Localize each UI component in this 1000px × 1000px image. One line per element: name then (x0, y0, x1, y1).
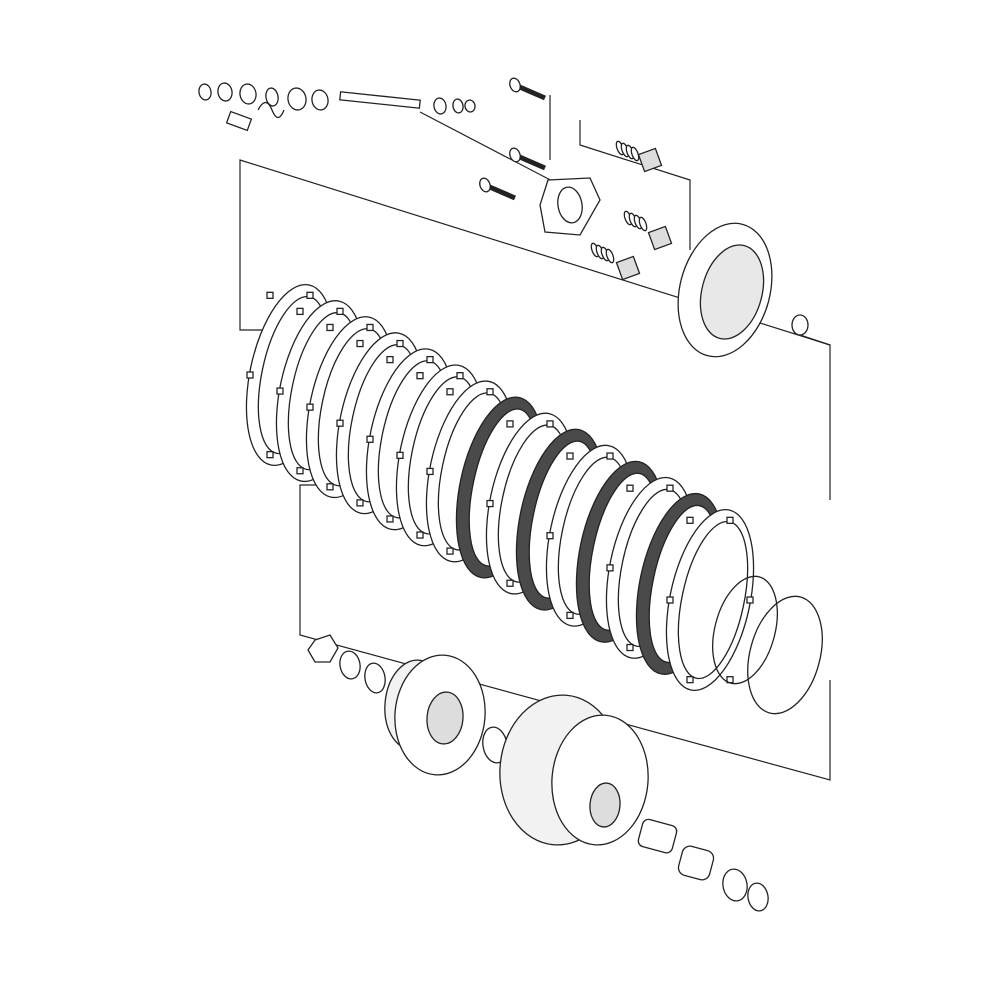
plate-tab-icon (306, 291, 314, 299)
washer-icon (722, 868, 748, 902)
plate-tab-icon (356, 339, 364, 348)
leader-line-pushrod (799, 334, 831, 346)
leader-line-lower (299, 484, 831, 781)
plate-tab-icon (426, 355, 434, 364)
plate-tab-icon (426, 467, 434, 476)
plate-tab-icon (366, 435, 374, 443)
plate-tab-icon (666, 484, 674, 492)
wire-ring-icon (712, 575, 778, 685)
plate-tab-icon (306, 403, 314, 411)
washer-icon (433, 97, 447, 115)
plate-tab-icon (486, 499, 494, 508)
plate-tab-icon (726, 516, 734, 524)
plate-tab-icon (606, 564, 614, 572)
plate-tab-icon (686, 676, 694, 684)
plate-tab-icon (336, 419, 344, 427)
push-rod-icon (339, 91, 421, 109)
plate-tab-icon (296, 307, 304, 316)
plate-tab-icon (446, 388, 454, 396)
spacer-icon (677, 845, 715, 881)
bolt-head-icon (509, 147, 521, 163)
plate-tab-icon (566, 611, 574, 620)
plate-tab-icon (446, 547, 454, 555)
push-piece-icon (791, 314, 809, 336)
spring-icon (638, 216, 648, 232)
plate-tab-icon (266, 291, 274, 299)
plate-tab-icon (626, 643, 634, 652)
spring-icon (605, 248, 615, 264)
plate-tab-icon (546, 420, 554, 428)
plate-tab-icon (416, 531, 424, 539)
washer-icon (452, 98, 464, 114)
plate-tab-icon (546, 532, 554, 540)
plate-tab-icon (276, 387, 284, 395)
plate-tab-icon (456, 372, 464, 380)
plate-tab-icon (326, 483, 334, 491)
leader-line-upper (239, 159, 831, 500)
spring-cup-icon (637, 147, 663, 173)
pressure-plate-inner-icon (699, 244, 765, 340)
washer-icon (464, 99, 476, 113)
retainer-hole-icon (557, 186, 583, 224)
nut-icon (307, 634, 339, 663)
spring-cup-icon (615, 255, 641, 281)
washer-icon (239, 83, 257, 105)
plate-tab-icon (326, 323, 334, 332)
spring-cup-icon (647, 225, 673, 251)
plate-tab-icon (666, 596, 674, 604)
plate-tab-icon (386, 515, 394, 523)
plate-tab-icon (566, 452, 574, 460)
plate-tab-icon (416, 372, 424, 380)
clutch-release-lever-icon (225, 110, 253, 132)
washer-icon (364, 662, 386, 694)
clutch-hub-center-icon (426, 691, 464, 745)
plate-tab-icon (296, 467, 304, 475)
wire-ring-icon (747, 595, 823, 715)
leader-line-spring (579, 120, 691, 250)
plate-tab-icon (506, 579, 514, 587)
spring-icon (257, 101, 285, 119)
plate-tab-icon (686, 516, 694, 524)
plate-tab-icon (486, 388, 494, 396)
clutch-basket-hub-icon (589, 782, 621, 828)
plate-tab-icon (356, 499, 364, 507)
plate-tab-icon (606, 452, 614, 460)
plate-tab-icon (336, 307, 344, 316)
washer-icon (339, 650, 361, 680)
washer-icon (217, 82, 233, 102)
plate-tab-icon (246, 371, 254, 379)
leader-lines (239, 95, 831, 781)
plate-tab-icon (626, 484, 634, 492)
clutch-basket-icon (551, 714, 649, 846)
bolt-head-icon (479, 177, 491, 193)
bolt-head-icon (509, 77, 521, 93)
plate-tab-icon (396, 451, 404, 460)
washer-icon (311, 89, 329, 111)
spring-icon (630, 146, 640, 162)
plate-tab-icon (366, 323, 374, 332)
washer-icon (265, 87, 279, 107)
leader-line-top (419, 111, 561, 186)
plate-tab-icon (266, 451, 274, 459)
washer-icon (287, 87, 307, 111)
washer-icon (747, 882, 769, 912)
plate-tab-icon (506, 420, 514, 428)
plate-tab-icon (396, 339, 404, 348)
washer-icon (198, 83, 212, 101)
plate-tab-icon (386, 355, 394, 364)
needle-bearing-icon (637, 818, 678, 854)
plate-tab-icon (746, 596, 754, 604)
